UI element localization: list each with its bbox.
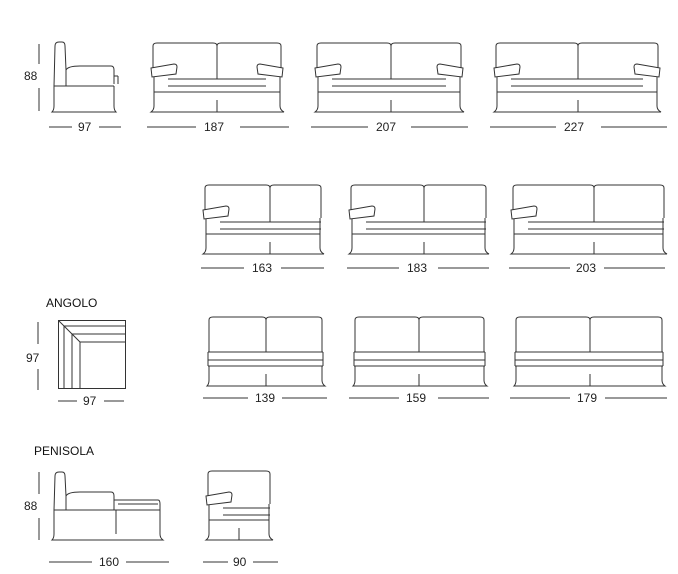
width-dimension-armless-179: 179 [510,391,667,405]
width-dimension-single-left: 90 [203,555,278,569]
left-arm-module-163 [201,184,325,255]
armless-module-179 [512,316,667,387]
height-label-armchair: 88 [24,69,38,83]
width-dimension-corner: 97 [58,394,124,408]
penisola-side-view [50,471,165,541]
height-dimension-armchair: 88 [24,44,40,111]
width-dimension-left-203: 203 [509,261,665,275]
height-dimension-corner: 97 [26,322,40,390]
width-dimension-left-163: 163 [201,261,324,275]
width-label-left-183: 183 [407,261,427,275]
width-label-armless-139: 139 [255,391,275,405]
width-label-armless-159: 159 [406,391,426,405]
armless-module-139 [205,316,327,387]
width-label-left-203: 203 [576,261,596,275]
left-arm-module-203 [509,184,668,255]
penisola-title: PENISOLA [34,444,94,458]
width-dimension-penisola: 160 [49,555,169,569]
height-label-penisola: 88 [24,499,38,513]
angolo-title: ANGOLO [46,296,97,310]
width-dimension-armless-139: 139 [203,391,327,405]
width-dimension-armchair: 97 [49,120,121,134]
width-label-single-left: 90 [233,555,247,569]
width-dimension-sofa-227: 227 [490,120,667,134]
width-label-left-163: 163 [252,261,272,275]
width-label-armchair: 97 [78,120,92,134]
width-label-sofa-207: 207 [376,120,396,134]
height-label-corner: 97 [26,351,40,365]
armless-module-159 [351,316,489,387]
single-left-arm-module [204,470,274,541]
sofa-front-view-207 [313,42,465,113]
width-dimension-armless-159: 159 [349,391,489,405]
width-label-armless-179: 179 [577,391,597,405]
sofa-front-view-227 [492,42,662,113]
armchair-side-view [51,41,119,113]
width-dimension-sofa-207: 207 [311,120,468,134]
width-label-sofa-227: 227 [564,120,584,134]
sofa-front-view-187 [149,42,285,113]
width-dimension-sofa-187: 187 [147,120,289,134]
height-dimension-penisola: 88 [24,472,40,540]
width-label-penisola: 160 [99,555,119,569]
width-label-sofa-187: 187 [204,120,224,134]
width-label-corner: 97 [83,394,97,408]
left-arm-module-183 [347,184,490,255]
corner-plan-view [58,320,126,389]
width-dimension-left-183: 183 [347,261,489,275]
